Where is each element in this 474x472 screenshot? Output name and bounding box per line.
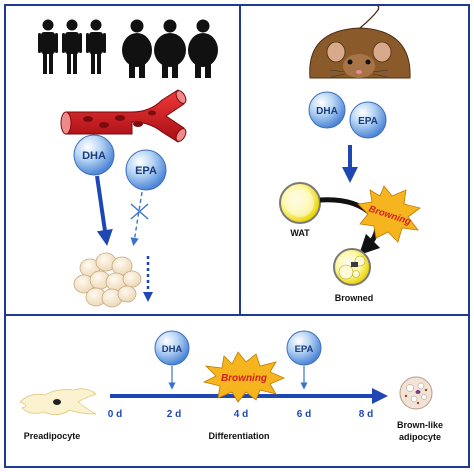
brown-like-adipocyte-cell: [399, 376, 433, 410]
tick-6d: 6 d: [297, 409, 311, 420]
wat-cell: [279, 182, 321, 224]
dha-molecule-left: DHA: [73, 134, 115, 176]
browning-burst-right: Browning: [357, 185, 421, 243]
epa-dashed-arrow-left: [130, 191, 143, 247]
browned-cell: [333, 248, 371, 286]
dha-label-right: DHA: [316, 106, 338, 117]
browning-burst-bottom: Browning: [202, 351, 286, 403]
preadipocyte-cell: [19, 388, 97, 415]
preadipocyte-label: Preadipocyte: [24, 431, 81, 441]
tick-0d: 0 d: [108, 409, 122, 420]
wat-label: WAT: [290, 228, 310, 238]
tick-8d: 8 d: [359, 409, 373, 420]
mouse-icon: [309, 4, 411, 79]
epa-label-right: EPA: [358, 116, 378, 127]
brown-like-label-line2: adipocyte: [399, 432, 441, 442]
blood-vessel-icon: [60, 89, 187, 143]
epa-molecule-bottom: EPA: [286, 330, 322, 366]
dha-molecule-right: DHA: [308, 91, 346, 129]
browning-label-bottom: Browning: [221, 373, 267, 384]
panel-frames: [4, 4, 470, 468]
dha-molecule-bottom: DHA: [154, 330, 190, 366]
epa-label-bottom: EPA: [295, 344, 314, 355]
tick-2d: 2 d: [167, 409, 181, 420]
dha-label-bottom: DHA: [162, 344, 183, 355]
epa-molecule-right: EPA: [349, 101, 387, 139]
dha-label-left: DHA: [82, 150, 106, 162]
adipocyte-cluster: [73, 252, 142, 308]
obese-people-icon: [122, 19, 218, 78]
lean-people-icon: [38, 19, 106, 74]
dha-arrow-left: [95, 175, 113, 246]
epa-molecule-left: EPA: [125, 149, 167, 191]
browned-label: Browned: [335, 293, 374, 303]
block-x-icon: [130, 203, 149, 220]
differentiation-label: Differentiation: [208, 431, 269, 441]
tick-4d: 4 d: [234, 409, 248, 420]
epa-label-left: EPA: [135, 165, 157, 177]
brown-like-label-line1: Brown-like: [397, 420, 443, 430]
